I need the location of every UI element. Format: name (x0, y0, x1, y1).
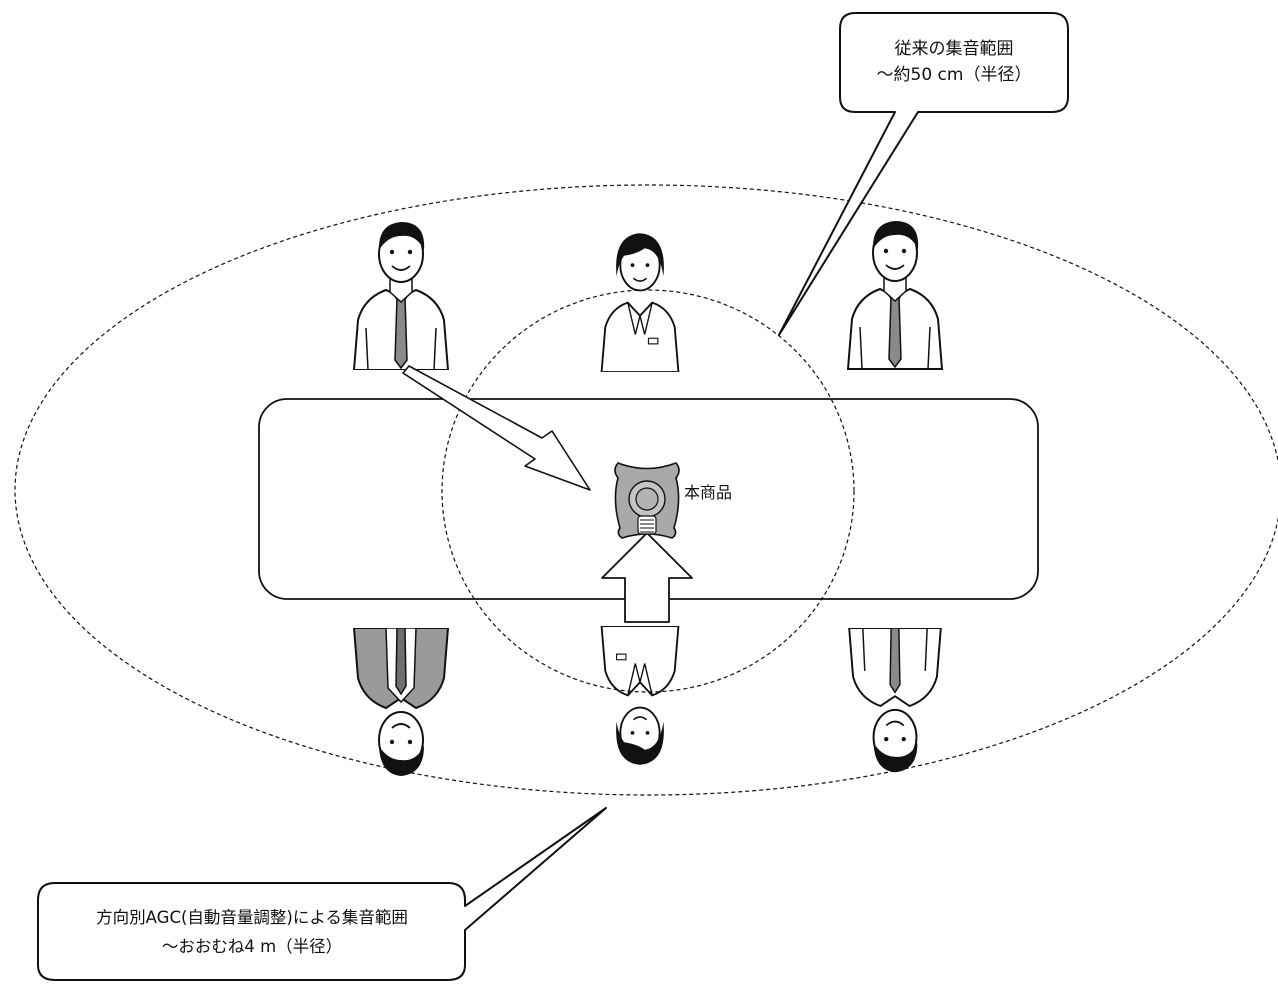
callout-conventional: 従来の集音範囲 〜約50 cm（半径） (778, 12, 1069, 336)
wide-pickup-range (14, 184, 1278, 796)
callout-top-line1: 従来の集音範囲 (895, 39, 1014, 59)
person-top-center (600, 232, 680, 372)
person-bottom-left (353, 628, 449, 777)
callout-bottom-line2: 〜おおむね4 m（半径） (162, 937, 342, 956)
person-top-left (353, 221, 449, 370)
person-top-right (846, 219, 944, 370)
callout-bottom-line1: 方向別AGC(自動音量調整)による集音範囲 (96, 908, 408, 927)
conventional-pickup-range (441, 289, 855, 693)
diagonal-arrow (402, 365, 591, 491)
product-label: 本商品 (684, 483, 732, 502)
person-bottom-right (848, 628, 942, 774)
callout-agc: 方向別AGC(自動音量調整)による集音範囲 〜おおむね4 m（半径） (37, 807, 607, 981)
up-arrow (601, 532, 693, 623)
conference-speakerphone-icon (614, 462, 680, 539)
person-bottom-center (600, 626, 680, 766)
callout-top-line2: 〜約50 cm（半径） (877, 65, 1032, 85)
